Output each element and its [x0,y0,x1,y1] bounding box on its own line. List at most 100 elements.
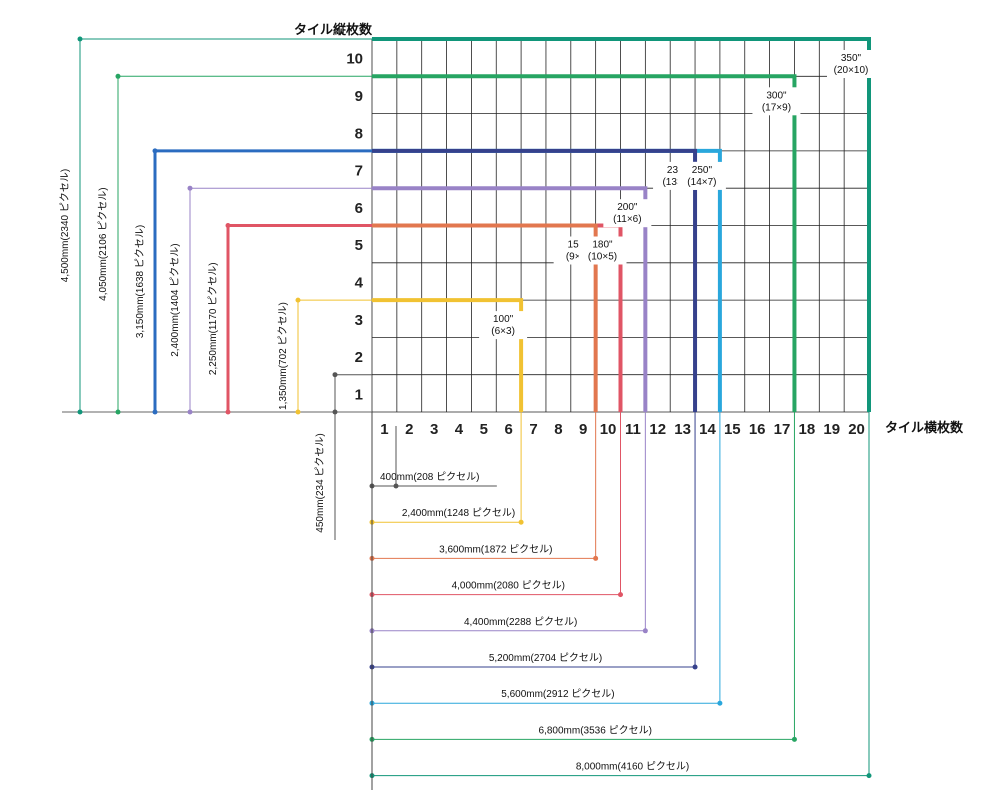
width-measure-label: 2,400mm(1248 ピクセル) [402,507,515,519]
height-measure-dot [152,148,158,154]
screen-tiles-label: (6×3) [491,326,515,337]
row-number: 2 [355,349,363,366]
column-number: 4 [455,421,464,438]
screen-label-bg [827,50,875,78]
row-number: 10 [346,51,363,68]
screen-tiles-label: (17×9) [762,102,791,113]
column-number: 8 [554,421,562,438]
column-number: 5 [480,421,488,438]
screen-tiles-label: (11×6) [613,214,641,225]
width-measure-label: 4,400mm(2288 ピクセル) [464,616,577,628]
screen-size-label: 300" [766,90,787,101]
column-number: 18 [799,421,816,438]
height-measure-dot [225,223,231,228]
screen-outline [372,186,648,412]
width-measurements: 400mm(208 ピクセル) 2,400mm(1248 ピクセル) 3,600mm… [369,412,872,790]
row-number: 7 [355,163,363,180]
column-number: 20 [848,421,865,438]
row-number: 5 [355,237,363,254]
column-number: 3 [430,421,438,438]
height-measurements: 450mm(234 ピクセル) 1,350mm(702 ピクセル) 2,250mm(… [59,36,372,540]
width-measure-dot [692,664,698,670]
column-number: 2 [405,421,413,438]
width-measure-dot [717,700,723,706]
screen-tiles-label: (20×10) [834,65,869,76]
height-measure-dot [77,409,83,415]
screen-size-label: 200" [617,202,638,213]
column-number: 12 [649,421,666,438]
screen-label-bg [752,87,801,116]
column-number: 19 [823,421,840,438]
column-number: 6 [505,421,513,438]
width-measure-label: 4,000mm(2080 ピクセル) [452,580,565,592]
screen-tiles-label: (10×5) [588,252,617,263]
column-number: 17 [774,421,791,438]
row-number: 4 [355,274,364,291]
screen-size-label: 350" [841,53,862,64]
height-measure-label: 1,350mm(702 ピクセル) [277,302,289,410]
width-measure-dot [393,483,399,489]
screen-tiles-label: (9×5) [566,252,590,263]
screen-outlines: 100"(6×3) 150"(9×5)180"(10×5) 200"(11×6) 23… [372,37,875,412]
height-measure-label: 450mm(234 ピクセル) [314,433,326,532]
height-measure-dot [295,297,301,303]
height-measure-dot [77,36,83,42]
screen-outline [372,37,871,412]
row-number: 1 [355,386,363,403]
column-number: 10 [600,421,617,438]
screen-label-bg [578,236,627,265]
column-number: 9 [579,421,587,438]
screen-outline [372,298,524,412]
column-number: 13 [674,421,691,438]
row-number: 8 [355,125,363,142]
height-measure-dot [295,409,301,415]
height-measure-label: 4,500mm(2340 ピクセル) [59,169,71,282]
screen-label-bg [479,311,528,340]
height-measure-dot [152,409,158,415]
column-number: 16 [749,421,766,438]
height-measure-dot [332,372,338,378]
screen-outline [372,74,797,412]
screen-size-label: 100" [493,314,514,325]
width-measure-dot [593,555,599,561]
screen-tiles-label: (13×7) [662,177,691,188]
screen-size-label: 250" [692,165,713,176]
height-measure-dot [115,73,121,79]
height-measure-dot [187,409,193,415]
row-number: 6 [355,200,363,217]
height-measure-label: 3,150mm(1638 ピクセル) [134,225,146,338]
height-measure-dot [332,409,338,415]
column-number: 11 [625,421,641,438]
width-measure-dot [518,519,524,525]
width-measure-dot [618,592,623,598]
width-measure-label: 400mm(208 ピクセル) [380,471,479,483]
height-measure-label: 2,400mm(1404 ピクセル) [169,243,181,356]
width-measure-dot [642,628,648,634]
width-measure-label: 3,600mm(1872 ピクセル) [439,543,552,555]
height-measure-dot [115,409,121,415]
screen-size-label: 150" [568,240,589,251]
row-number: 3 [355,312,363,329]
height-measure-dot [187,185,193,191]
screen-size-label: 230" [667,165,688,176]
screen-label-bg [603,199,652,228]
screen-outline [372,148,698,412]
width-measure-label: 8,000mm(4160 ピクセル) [576,761,689,773]
screen-size-label: 180" [592,240,613,251]
height-measure-dot [225,409,231,415]
width-measure-dot [791,736,797,742]
column-number: 15 [724,421,741,438]
screen-tiles-label: (14×7) [687,177,716,188]
horizontal-axis-title: タイル横枚数 [885,420,964,435]
width-measure-label: 5,600mm(2912 ピクセル) [501,688,614,700]
column-number: 14 [699,421,716,438]
width-measure-label: 6,800mm(3536 ピクセル) [539,724,652,736]
screen-label-bg [677,161,726,190]
width-measure-dot [866,773,872,779]
row-number: 9 [355,88,363,105]
height-measure-label: 2,250mm(1170 ピクセル) [207,262,219,375]
column-number: 7 [529,421,537,438]
